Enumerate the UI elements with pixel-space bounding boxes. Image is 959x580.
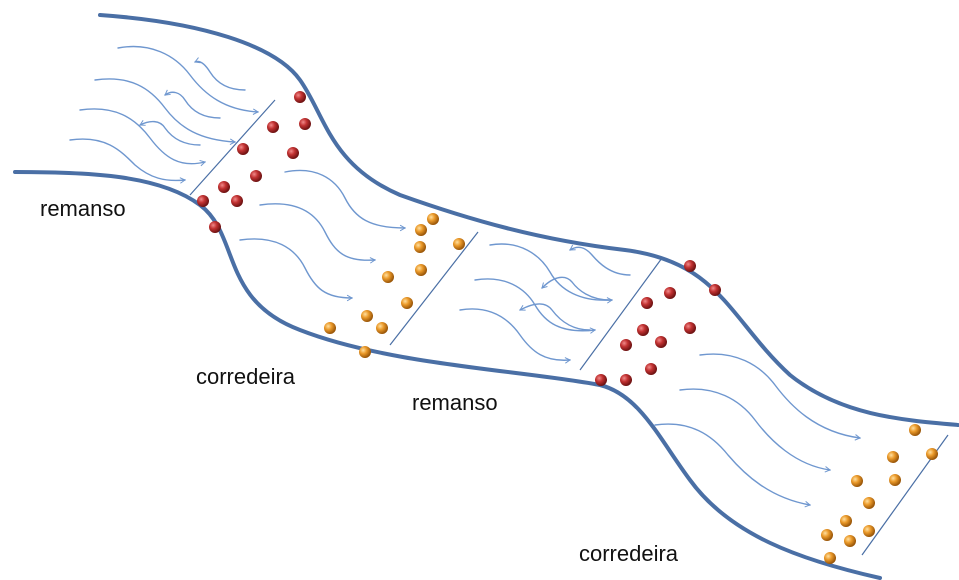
orange-particle: [926, 448, 938, 460]
zone-divider-3: [580, 258, 662, 370]
flow-arrow: [285, 170, 405, 228]
orange-particle: [382, 271, 394, 283]
flow-arrow: [260, 204, 375, 260]
flow-arrow: [542, 277, 610, 300]
flow-arrow: [520, 304, 590, 330]
label-corredeira-1: corredeira: [196, 364, 295, 390]
red-particle: [250, 170, 262, 182]
orange-particle: [889, 474, 901, 486]
flow-arrow: [490, 244, 612, 300]
red-particle: [218, 181, 230, 193]
red-particle: [684, 260, 696, 272]
label-corredeira-2: corredeira: [579, 541, 678, 567]
red-particle: [209, 221, 221, 233]
flow-arrow: [95, 79, 235, 142]
orange-particle: [415, 224, 427, 236]
orange-particle: [401, 297, 413, 309]
red-particle: [287, 147, 299, 159]
orange-particle: [821, 529, 833, 541]
zone-divider-2: [390, 232, 478, 345]
lower-riverbank: [15, 172, 880, 578]
label-remanso-1: remanso: [40, 196, 126, 222]
zone-divider-1: [190, 100, 275, 195]
orange-particle: [863, 497, 875, 509]
red-particle: [237, 143, 249, 155]
red-particle: [620, 374, 632, 386]
red-particle: [267, 121, 279, 133]
particles-corredeira-1: [324, 213, 465, 358]
orange-particle: [427, 213, 439, 225]
flow-arrow: [80, 109, 205, 164]
red-particle: [595, 374, 607, 386]
orange-particle: [840, 515, 852, 527]
particles-corredeira-2: [821, 424, 938, 564]
orange-particle: [361, 310, 373, 322]
red-particle: [620, 339, 632, 351]
red-particle: [664, 287, 676, 299]
orange-particle: [887, 451, 899, 463]
red-particle: [655, 336, 667, 348]
orange-particle: [376, 322, 388, 334]
red-particle: [684, 322, 696, 334]
orange-particle: [909, 424, 921, 436]
orange-particle: [414, 241, 426, 253]
label-remanso-2: remanso: [412, 390, 498, 416]
red-particle: [231, 195, 243, 207]
red-particle: [709, 284, 721, 296]
flow-arrow: [460, 309, 570, 360]
orange-particle: [863, 525, 875, 537]
red-particle: [197, 195, 209, 207]
red-particle: [294, 91, 306, 103]
red-particle: [637, 324, 649, 336]
orange-particle: [453, 238, 465, 250]
flow-arrow: [195, 61, 245, 90]
orange-particle: [851, 475, 863, 487]
red-particle: [645, 363, 657, 375]
red-particle: [299, 118, 311, 130]
flow-arrow: [118, 47, 258, 112]
orange-particle: [359, 346, 371, 358]
orange-particle: [824, 552, 836, 564]
orange-particle: [844, 535, 856, 547]
red-particle: [641, 297, 653, 309]
orange-particle: [415, 264, 427, 276]
flow-arrow: [140, 122, 200, 145]
orange-particle: [324, 322, 336, 334]
flow-arrow: [680, 389, 830, 470]
